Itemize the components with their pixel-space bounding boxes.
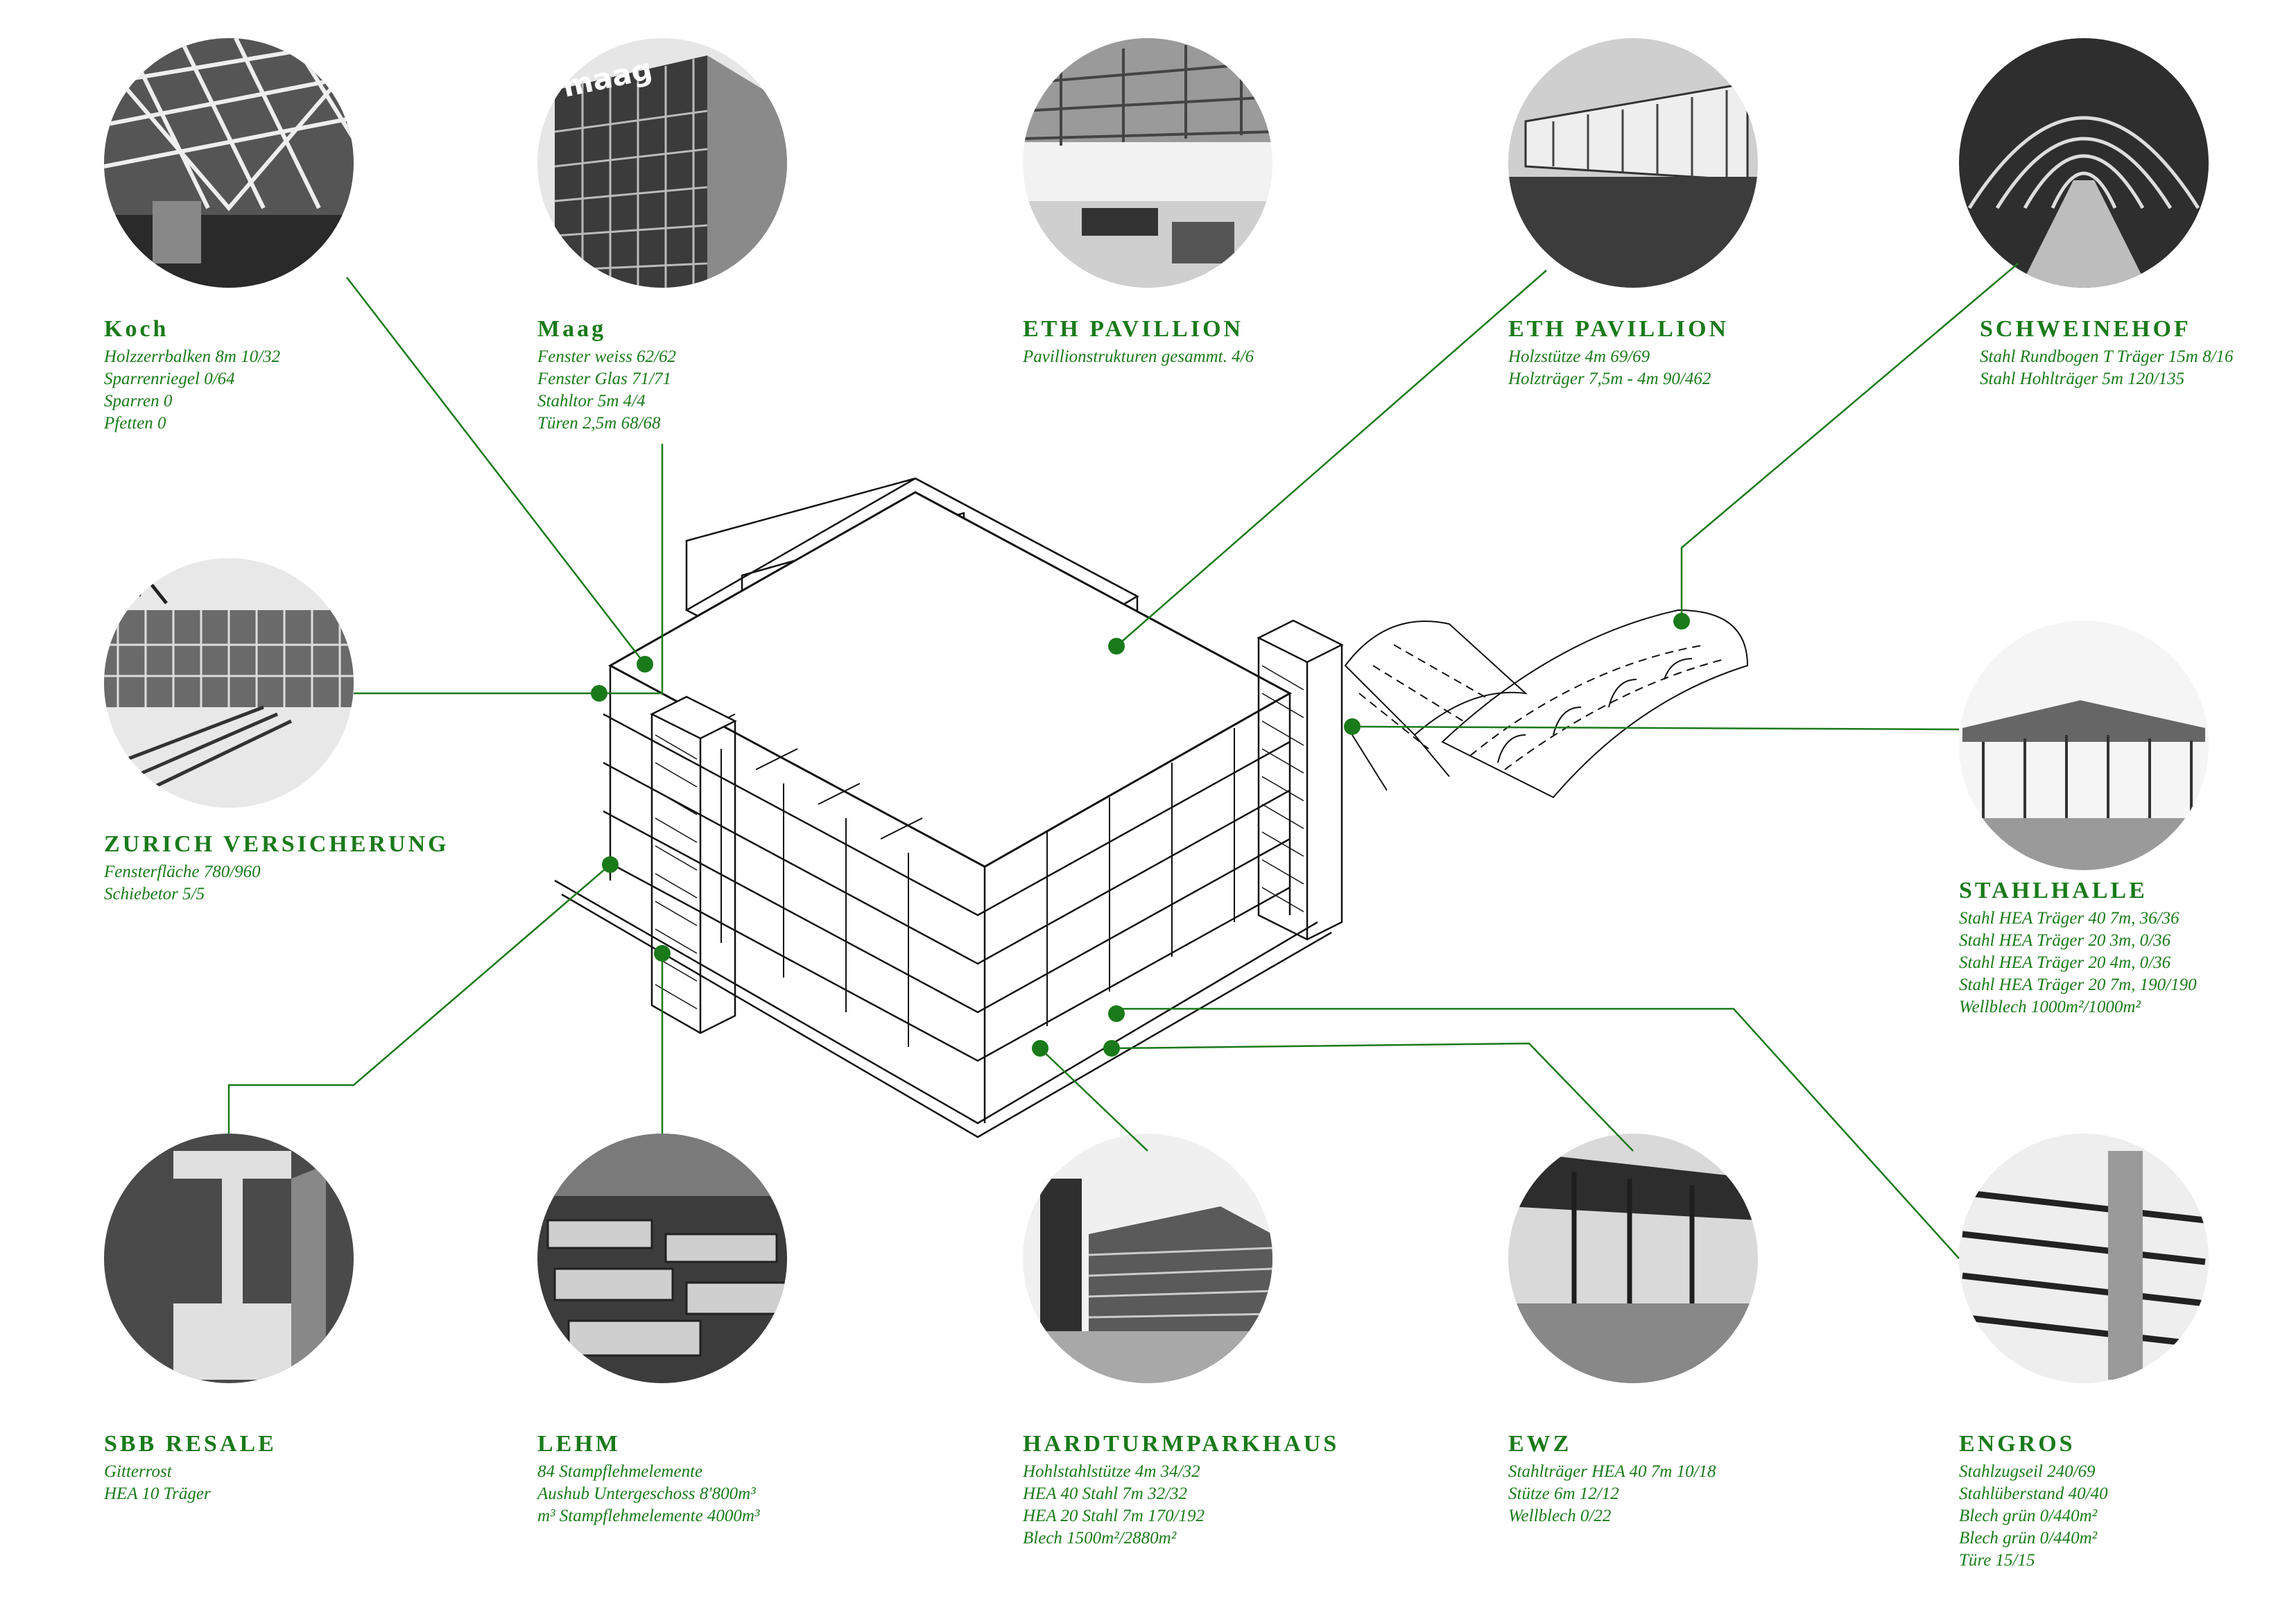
- marker-engros: [1108, 1005, 1125, 1022]
- ewz-line: Stahlträger HEA 40 7m 10/18: [1508, 1462, 1716, 1481]
- stahlhalle-line: Stahl HEA Träger 20 7m, 190/190: [1959, 976, 2197, 994]
- koch-line: Sparrenriegel 0/64: [104, 370, 235, 388]
- hardturm-line: HEA 40 Stahl 7m 32/32: [1023, 1484, 1188, 1503]
- hardturm-line: Hohlstahlstütze 4m 34/32: [1023, 1462, 1200, 1481]
- ewz-line: Stütze 6m 12/12: [1508, 1484, 1619, 1503]
- schweinehof-photo-icon: [1959, 38, 2209, 288]
- hardturm-label: HARDTURMPARKHAUS Hohlstahlstütze 4m 34/3…: [1023, 1430, 1339, 1550]
- maag-label: Maag Fenster weiss 62/62 Fenster Glas 71…: [537, 315, 676, 435]
- engros-label: ENGROS Stahlzugseil 240/69 Stahlüberstan…: [1959, 1430, 2108, 1572]
- eth-pavillion-2-line: Holzstütze 4m 69/69: [1508, 347, 1650, 366]
- zurich-label: ZURICH VERSICHERUNG Fensterfläche 780/96…: [104, 831, 449, 905]
- connector-ewz: [1111, 1042, 1634, 1152]
- lehm-photo-icon: [537, 1134, 787, 1383]
- stair-core-left: [650, 695, 737, 1034]
- connector-engros: [1116, 1007, 1960, 1259]
- maag-title: Maag: [537, 316, 607, 342]
- marker-maag: [591, 685, 607, 702]
- connector-koch: [346, 277, 646, 665]
- marker-schweinehof: [1673, 613, 1690, 630]
- koch-line: Sparren 0: [104, 392, 173, 410]
- lehm-label: LEHM 84 Stampflehmelemente Aushub Unterg…: [537, 1430, 759, 1527]
- eth-pavillion-2-label: ETH PAVILLION Holzstütze 4m 69/69 Holztr…: [1508, 315, 1729, 390]
- arched-pavilion-left: [1344, 621, 1528, 791]
- eth-pavillion-1-title: ETH PAVILLION: [1023, 316, 1244, 342]
- eth-exterior-photo-icon: [1508, 38, 1758, 288]
- connector-schweinehof: [1680, 263, 2019, 621]
- sbb-title: SBB RESALE: [104, 1431, 277, 1457]
- zurich-line: Fensterfläche 780/960: [104, 862, 261, 881]
- zurich-title: ZURICH VERSICHERUNG: [104, 831, 449, 857]
- sbb-photo-icon: [104, 1134, 354, 1383]
- hardturm-line: HEA 20 Stahl 7m 170/192: [1023, 1507, 1205, 1525]
- connector-stahlhalle: [1352, 725, 1960, 731]
- schweinehof-title: SCHWEINEHOF: [1980, 316, 2191, 342]
- marker-stahlhalle: [1344, 718, 1361, 735]
- maag-line: Türen 2,5m 68/68: [537, 414, 661, 433]
- marker-hardturm: [1032, 1040, 1048, 1057]
- connector-eth2: [1116, 270, 1547, 647]
- connector-hardturm: [1039, 1048, 1148, 1152]
- maag-line: Fenster Glas 71/71: [537, 370, 672, 388]
- maag-photo-icon: maag: [537, 38, 787, 288]
- eth-pavillion-2-title: ETH PAVILLION: [1508, 316, 1729, 342]
- marker-ewz: [1103, 1040, 1120, 1057]
- sbb-line: Gitterrost: [104, 1462, 172, 1481]
- engros-line: Türe 15/15: [1959, 1551, 2035, 1570]
- marker-koch: [637, 656, 653, 673]
- schweinehof-line: Stahl Rundbogen T Träger 15m 8/16: [1980, 347, 2234, 366]
- stahlhalle-line: Stahl HEA Träger 40 7m, 36/36: [1959, 909, 2180, 928]
- maag-line: Fenster weiss 62/62: [537, 347, 676, 366]
- stahlhalle-title: STAHLHALLE: [1959, 878, 2148, 903]
- ewz-title: EWZ: [1508, 1431, 1572, 1457]
- eth-pavillion-1-line: Pavillionstrukturen gesammt. 4/6: [1023, 347, 1254, 366]
- connector-maag: [599, 444, 664, 695]
- engros-line: Stahlzugseil 240/69: [1959, 1462, 2096, 1481]
- stahlhalle-line: Stahl HEA Träger 20 4m, 0/36: [1959, 953, 2171, 972]
- koch-label: Koch Holzzerrbalken 8m 10/32 Sparrenrieg…: [104, 315, 280, 435]
- engros-photo-icon: [1959, 1134, 2209, 1383]
- stahlhalle-line: Stahl HEA Träger 20 3m, 0/36: [1959, 931, 2171, 950]
- schweinehof-label: SCHWEINEHOF Stahl Rundbogen T Träger 15m…: [1980, 315, 2234, 390]
- engros-title: ENGROS: [1959, 1431, 2075, 1457]
- maag-line: Stahltor 5m 4/4: [537, 392, 646, 410]
- connector-sbb: [227, 864, 611, 1134]
- engros-line: Stahlüberstand 40/40: [1959, 1484, 2108, 1503]
- marker-sbb: [602, 856, 619, 873]
- engros-line: Blech grün 0/440m²: [1959, 1529, 2098, 1548]
- hardturm-line: Blech 1500m²/2880m²: [1023, 1529, 1177, 1548]
- lehm-title: LEHM: [537, 1431, 621, 1457]
- marker-eth: [1108, 638, 1125, 655]
- lehm-line: 84 Stampflehmelemente: [537, 1462, 703, 1481]
- hardturm-title: HARDTURMPARKHAUS: [1023, 1431, 1340, 1457]
- ewz-line: Wellblech 0/22: [1508, 1507, 1612, 1525]
- stair-core-right: [1257, 619, 1344, 941]
- sbb-line: HEA 10 Träger: [104, 1484, 211, 1503]
- koch-line: Pfetten 0: [104, 414, 166, 433]
- stahlhalle-label: STAHLHALLE Stahl HEA Träger 40 7m, 36/36…: [1959, 877, 2197, 1018]
- eth-pavillion-1-label: ETH PAVILLION Pavillionstrukturen gesamm…: [1023, 315, 1254, 368]
- lehm-line: Aushub Untergeschoss 8'800m³: [537, 1484, 756, 1503]
- zurich-line: Schiebetor 5/5: [104, 885, 205, 903]
- koch-line: Holzzerrbalken 8m 10/32: [104, 347, 281, 366]
- ewz-label: EWZ Stahlträger HEA 40 7m 10/18 Stütze 6…: [1508, 1430, 1716, 1527]
- stahlhalle-line: Wellblech 1000m²/1000m²: [1959, 998, 2141, 1016]
- sbb-label: SBB RESALE Gitterrost HEA 10 Träger: [104, 1430, 277, 1505]
- engros-line: Blech grün 0/440m²: [1959, 1507, 2098, 1525]
- schweinehof-line: Stahl Hohlträger 5m 120/135: [1980, 370, 2185, 388]
- koch-title: Koch: [104, 316, 169, 342]
- zurich-photo-icon: [104, 558, 354, 808]
- lehm-line: m³ Stampflehmelemente 4000m³: [537, 1507, 760, 1525]
- eth-pavillion-2-line: Holzträger 7,5m - 4m 90/462: [1508, 370, 1711, 388]
- koch-photo-icon: [104, 38, 354, 288]
- marker-lehm: [654, 945, 671, 962]
